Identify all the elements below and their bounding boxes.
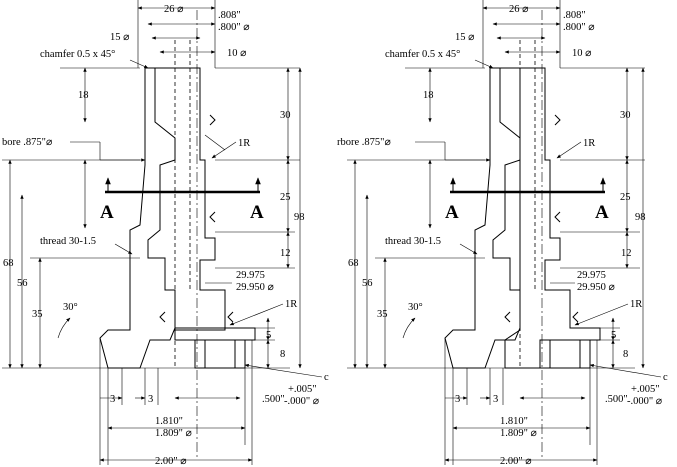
left-dim-3-b: 3	[148, 394, 153, 405]
left-angle-30: 30°	[63, 302, 78, 313]
left-dia-26: 26 ⌀	[164, 4, 184, 15]
left-dim-35: 35	[32, 309, 43, 320]
left-body-outline	[155, 67, 226, 331]
left-dia-10: 10 ⌀	[227, 48, 247, 59]
right-radius-1r-b: 1R	[630, 299, 642, 310]
left-dia-29950: 29.950 ⌀	[236, 282, 275, 293]
right-dia-29950: 29.950 ⌀	[577, 282, 616, 293]
right-dim-8: 8	[623, 349, 628, 360]
right-thread-label: thread 30-1.5	[385, 236, 441, 247]
right-bore-label: rbore .875"⌀	[337, 137, 391, 148]
left-tol-minus: -.000" ⌀	[284, 396, 320, 407]
left-dim-12: 12	[280, 248, 291, 259]
right-dim-5: 5	[611, 330, 616, 341]
right-dia-808: .808"	[563, 10, 586, 21]
right-dim-68: 68	[348, 258, 359, 269]
left-dim-5: 5	[266, 330, 271, 341]
left-dia-1809: 1.809" ⌀	[155, 428, 193, 439]
left-radius-1r-a: 1R	[238, 138, 250, 149]
right-dim-56: 56	[362, 278, 373, 289]
left-section-view: A A 26 ⌀ .808" .800" ⌀ 15 ⌀ 10 ⌀ chamfer…	[2, 0, 329, 467]
right-section-view: A A 26 ⌀ .808" .800" ⌀ 15 ⌀ 10 ⌀ chamfer…	[337, 0, 668, 467]
left-dia-1810: 1.810"	[155, 416, 183, 427]
right-radius-1r-a: 1R	[583, 138, 595, 149]
left-dia-29975: 29.975	[236, 270, 265, 281]
left-dia-500: .500"	[262, 394, 285, 405]
left-bore-label: bore .875"⌀	[2, 137, 53, 148]
right-dim-12: 12	[621, 248, 632, 259]
right-dia-10: 10 ⌀	[572, 48, 592, 59]
right-tol-plus: +.005"	[631, 384, 660, 395]
left-nut-body	[194, 339, 246, 369]
right-tol-minus: -.000" ⌀	[627, 396, 663, 407]
right-dia-1809: 1.809" ⌀	[500, 428, 538, 439]
right-dia-2000: 2.00" ⌀	[500, 456, 532, 467]
right-dia-500: .500"	[605, 394, 628, 405]
left-dim-3-a: 3	[110, 394, 115, 405]
left-dia-2000: 2.00" ⌀	[155, 456, 187, 467]
left-dim-18: 18	[78, 90, 89, 101]
right-dia-800: .800" ⌀	[563, 22, 595, 33]
right-angle-30: 30°	[408, 302, 423, 313]
right-section-mark-a1: A	[445, 202, 459, 223]
right-edge-c: c	[663, 372, 668, 383]
right-dia-15: 15 ⌀	[455, 32, 475, 43]
right-dim-3-b: 3	[493, 394, 498, 405]
left-edge-c: c	[324, 372, 329, 383]
right-dim-18: 18	[423, 90, 434, 101]
left-chamfer-label: chamfer 0.5 x 45°	[40, 49, 115, 60]
left-section-mark-a2: A	[250, 202, 264, 223]
left-thread-label: thread 30-1.5	[40, 236, 96, 247]
left-radius-1r-b: 1R	[285, 299, 297, 310]
right-dia-26: 26 ⌀	[509, 4, 529, 15]
left-dia-808: .808"	[218, 10, 241, 21]
left-dim-8: 8	[280, 349, 285, 360]
left-dim-98: 98	[294, 212, 305, 223]
left-dia-15: 15 ⌀	[110, 32, 130, 43]
right-dia-1810: 1.810"	[500, 416, 528, 427]
left-dim-56: 56	[17, 278, 28, 289]
right-dim-35: 35	[377, 309, 388, 320]
left-dim-68: 68	[3, 258, 14, 269]
right-dim-3-a: 3	[455, 394, 460, 405]
left-tol-plus: +.005"	[288, 384, 317, 395]
left-dia-800: .800" ⌀	[218, 22, 250, 33]
right-dim-25: 25	[620, 192, 631, 203]
right-dim-98: 98	[635, 212, 646, 223]
right-chamfer-label: chamfer 0.5 x 45°	[385, 49, 460, 60]
left-dim-30: 30	[280, 110, 291, 121]
left-dim-25: 25	[280, 192, 291, 203]
right-dim-30: 30	[620, 110, 631, 121]
right-dia-29975: 29.975	[577, 270, 606, 281]
left-section-mark-a1: A	[100, 202, 114, 223]
right-body-fill	[500, 67, 601, 369]
right-section-mark-a2: A	[595, 202, 609, 223]
